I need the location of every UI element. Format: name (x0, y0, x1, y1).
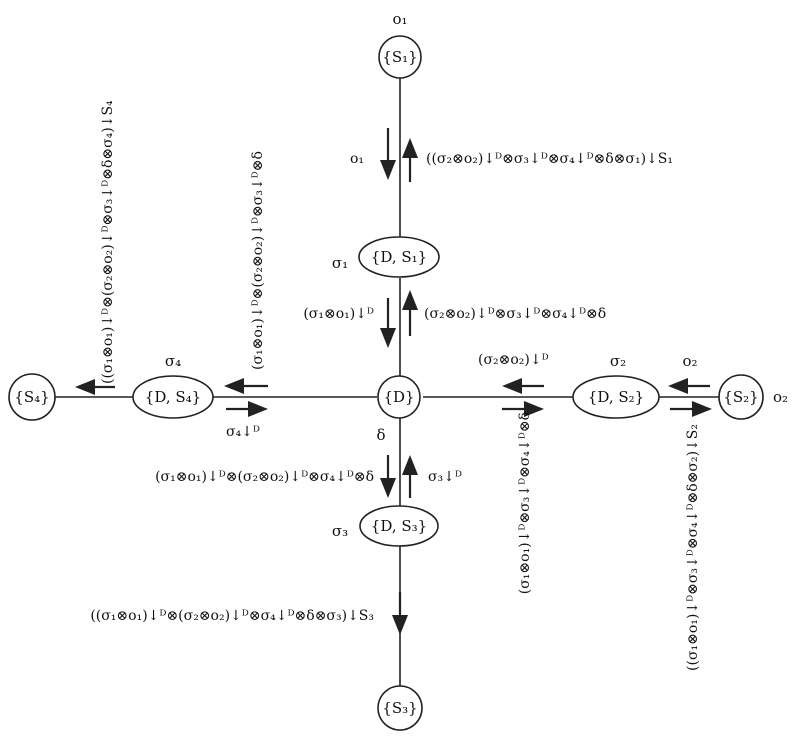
node-d-s3: {D, S₃} (359, 505, 439, 547)
msg-left-d-s4: (σ₁⊗o₁)↓ᴰ⊗(σ₂⊗o₂)↓ᴰ⊗σ₃↓ᴰ⊗δ (250, 151, 266, 370)
msg-right-d-s2: (σ₁⊗o₁)↓ᴰ⊗σ₃↓ᴰ⊗σ₄↓ᴰ⊗δ (517, 412, 533, 594)
arrow-up-s1 (402, 138, 418, 182)
tag-o2-right: o₂ (773, 388, 788, 406)
arrow-right-s2 (670, 401, 712, 417)
arrow-down-d-s3 (380, 455, 396, 498)
msg-right-s4-d: σ₄↓ᴰ (226, 424, 260, 440)
arrow-down-d-s1 (380, 298, 396, 348)
msg-right-s2: ((σ₁⊗o₁)↓ᴰ⊗σ₃↓ᴰ⊗σ₄↓ᴰ⊗δ⊗σ₂)↓S₂ (685, 424, 701, 671)
node-d-s1: {D, S₁} (358, 236, 440, 278)
arrow-down-s1 (380, 128, 396, 180)
arrows (75, 128, 712, 635)
arrow-left-d-s2 (502, 378, 544, 394)
message-labels: o₁ ((σ₂⊗o₂)↓ᴰ⊗σ₃↓ᴰ⊗σ₄↓ᴰ⊗δ⊗σ₁)↓S₁ (σ₁⊗o₁)… (90, 100, 701, 671)
node-d-label: {D} (383, 388, 414, 406)
node-s1-label: {S₁} (382, 48, 417, 66)
msg-down-d-s1: (σ₁⊗o₁)↓ᴰ (303, 306, 374, 322)
arrow-right-d-s4 (226, 401, 268, 417)
msg-left-d-s2: (σ₂⊗o₂)↓ᴰ (478, 352, 549, 368)
node-tags: o₁ σ₁ σ₄ σ₂ o₂ o₂ δ σ₃ (165, 10, 788, 540)
node-s2-label: {S₂} (723, 388, 758, 406)
node-d-s4-label: {D, S₄} (145, 388, 201, 406)
arrow-left-d-s4 (224, 378, 268, 394)
msg-down-s3: ((σ₁⊗o₁)↓ᴰ⊗(σ₂⊗o₂)↓ᴰ⊗σ₄↓ᴰ⊗δ⊗σ₃)↓S₃ (90, 608, 374, 624)
node-s2: {S₂} (718, 374, 764, 420)
msg-down-s1: o₁ (350, 151, 364, 167)
node-d-s3-label: {D, S₃} (371, 517, 427, 535)
node-d-s1-label: {D, S₁} (371, 248, 427, 266)
node-s4-label: {S₄} (14, 388, 49, 406)
tag-delta: δ (376, 426, 385, 444)
tag-o2-top: o₂ (682, 352, 697, 370)
arrow-left-s2 (668, 378, 710, 394)
msg-down-d-s3: (σ₁⊗o₁)↓ᴰ⊗(σ₂⊗o₂)↓ᴰ⊗σ₄↓ᴰ⊗δ (155, 469, 374, 485)
msg-left-s4: ((σ₁⊗o₁)↓ᴰ⊗(σ₂⊗o₂)↓ᴰ⊗σ₃↓ᴰ⊗δ⊗σ₄)↓S₄ (100, 100, 116, 384)
node-s3-label: {S₃} (382, 699, 417, 717)
node-d-s4: {D, S₄} (132, 375, 214, 419)
msg-up-s1: ((σ₂⊗o₂)↓ᴰ⊗σ₃↓ᴰ⊗σ₄↓ᴰ⊗δ⊗σ₁)↓S₁ (426, 151, 673, 167)
nodes: {S₁} {D, S₁} {D} {D, S₂} {S₂} {D, S₄} {S… (8, 35, 764, 731)
node-s1: {S₁} (378, 35, 422, 79)
node-d-s2-label: {D, S₂} (588, 388, 644, 406)
node-d: {D} (377, 375, 421, 419)
node-s4: {S₄} (8, 373, 56, 421)
arrow-up-d-s3 (402, 455, 418, 498)
arrow-left-s4 (75, 379, 115, 395)
node-s3: {S₃} (377, 685, 423, 731)
arrow-up-d-s1 (402, 290, 418, 336)
arrow-down-s3 (392, 592, 408, 635)
arrow-right-d-s2 (502, 401, 544, 417)
tag-sigma3: σ₃ (332, 522, 348, 540)
msg-up-d-s3: σ₃↓ᴰ (428, 469, 462, 485)
tag-sigma2: σ₂ (610, 352, 626, 370)
tag-o1-top: o₁ (392, 10, 407, 28)
tag-sigma4: σ₄ (165, 352, 181, 370)
edges (55, 78, 719, 686)
msg-up-d-s1: (σ₂⊗o₂)↓ᴰ⊗σ₃↓ᴰ⊗σ₄↓ᴰ⊗δ (424, 306, 606, 322)
node-d-s2: {D, S₂} (572, 375, 660, 419)
tag-sigma1: σ₁ (332, 254, 348, 272)
